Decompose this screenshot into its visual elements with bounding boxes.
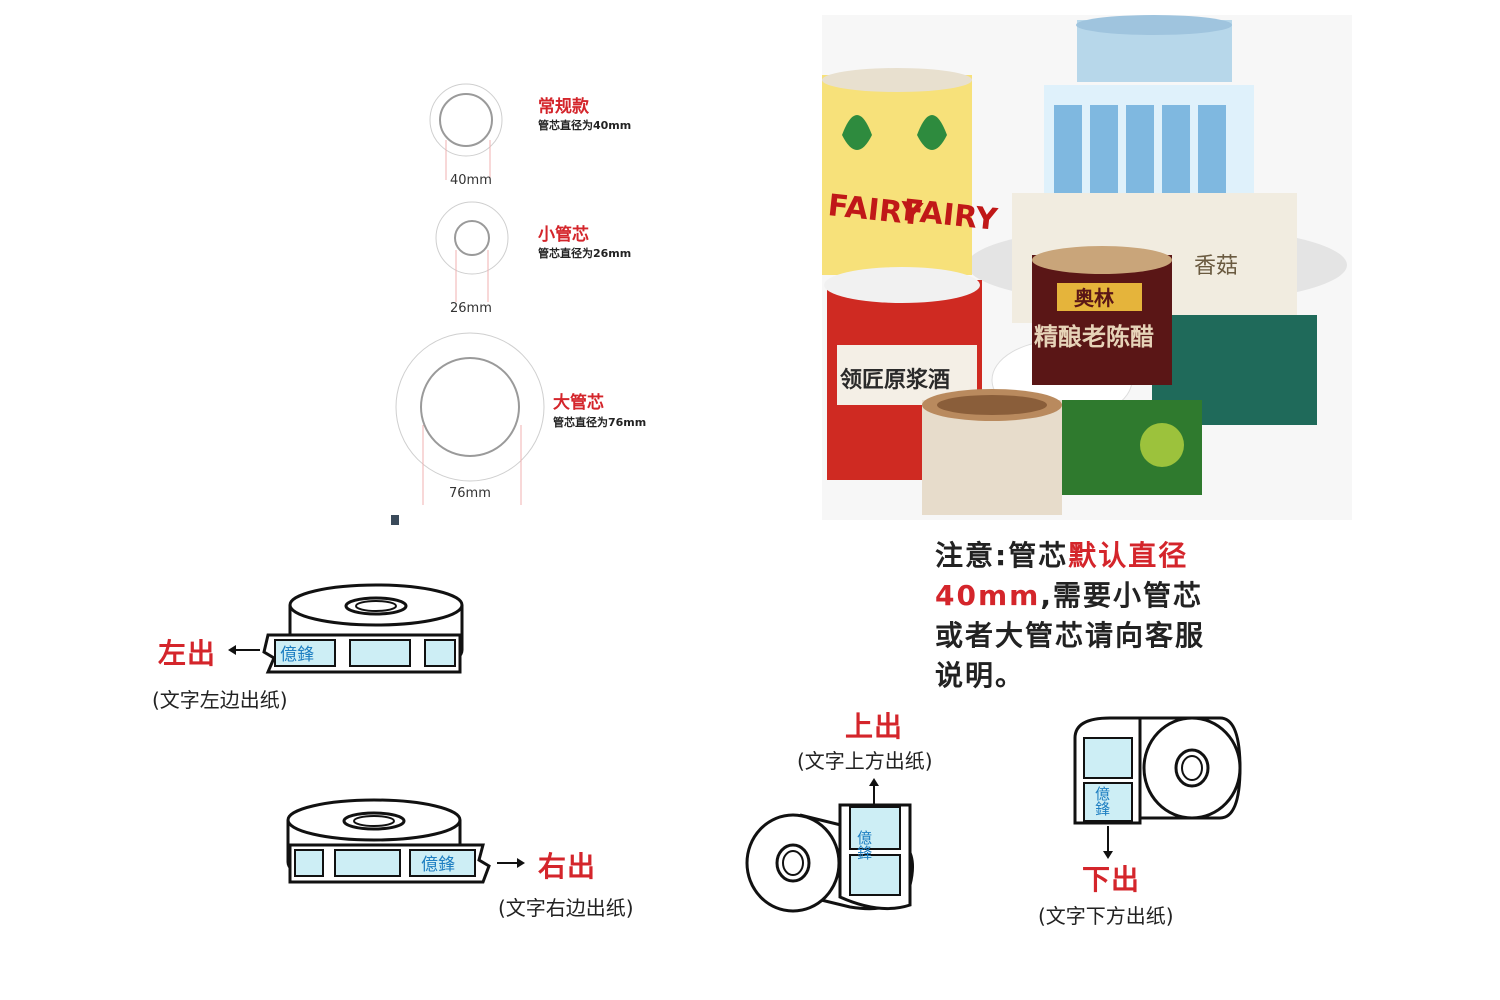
core-small-dim: 26mm xyxy=(450,301,492,316)
core-small-desc: 管芯直径为26mm xyxy=(538,247,632,260)
photo-label-aolin: 奥林 xyxy=(1074,286,1114,310)
core-regular-desc: 管芯直径为40mm xyxy=(538,119,632,132)
up-out-note: (文字上方出纸) xyxy=(797,749,933,773)
right-out-label: 右出 xyxy=(538,850,597,883)
core-regular-dim: 40mm xyxy=(450,173,492,188)
core-large-title: 大管芯 xyxy=(553,393,604,413)
core-large-dim: 76mm xyxy=(449,486,491,501)
notice-highlight-2: 40mm xyxy=(935,579,1041,612)
roll-left-brand: 億鋒 xyxy=(280,645,314,665)
notice-rest: ,需要小管芯或者大管芯请向客服说明。 xyxy=(935,579,1206,692)
left-out-label: 左出 xyxy=(158,637,217,670)
core-large-desc: 管芯直径为76mm xyxy=(553,416,647,429)
left-out-note: (文字左边出纸) xyxy=(152,688,288,712)
photo-label-liquor: 领匠原浆酒 xyxy=(840,367,950,393)
roll-down-out-diagram: 億鋒 xyxy=(1073,716,1242,859)
down-out-note: (文字下方出纸) xyxy=(1038,904,1174,928)
roll-up-out-diagram: 億鋒 xyxy=(745,778,914,913)
roll-right-brand: 億鋒 xyxy=(421,855,455,875)
photo-label-mushroom: 香菇 xyxy=(1194,254,1238,279)
down-out-label: 下出 xyxy=(1082,863,1141,896)
notice-highlight-1: 默认直径 xyxy=(1068,539,1189,572)
up-out-label: 上出 xyxy=(845,710,904,743)
core-diagram-regular xyxy=(429,83,503,180)
photo-label-vinegar: 精酿老陈醋 xyxy=(1034,323,1154,351)
right-out-note: (文字右边出纸) xyxy=(498,896,634,920)
roll-up-brand: 億鋒 xyxy=(855,830,873,860)
core-small-title: 小管芯 xyxy=(538,225,589,245)
core-notice: 注意:管芯默认直径 40mm,需要小管芯或者大管芯请向客服说明。 xyxy=(935,536,1215,696)
label-rolls-photo: 香菇 FAIRY FAIRY 领匠原浆酒 奥林 精酿老陈醋 xyxy=(822,15,1352,520)
roll-right-out-diagram: 億鋒 xyxy=(286,798,525,884)
core-diagram-small xyxy=(435,201,509,302)
notice-prefix: 注意:管芯 xyxy=(935,539,1069,572)
roll-left-out-diagram: 億鋒 xyxy=(228,583,464,674)
core-diagram-large xyxy=(391,332,545,525)
roll-down-brand: 億鋒 xyxy=(1093,786,1111,816)
core-regular-title: 常规款 xyxy=(538,97,589,117)
